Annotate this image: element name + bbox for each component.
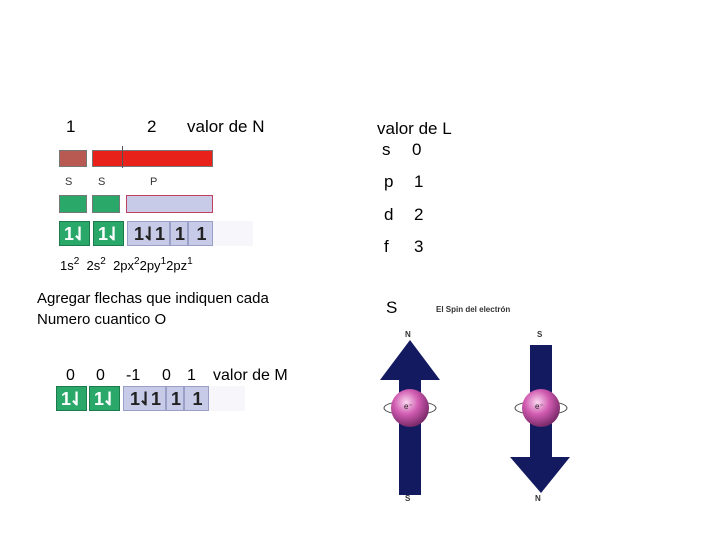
sublevel-1s-bar [59, 195, 87, 213]
shell-2-bar [92, 150, 213, 167]
electron-left-icon [391, 389, 429, 427]
sublevel-2p-bar [126, 195, 213, 213]
right-pole-top: S [537, 330, 543, 339]
electron-configuration: 1s2 2s2 2px22py12pz1 [60, 256, 193, 273]
orbital-2pz: 1 [188, 221, 213, 246]
l-label-s2: S [98, 176, 106, 188]
orbital-2py-m: 1 [166, 386, 184, 411]
orbital-2pz-m: 1 [184, 386, 209, 411]
m-value-4: 0 [162, 367, 171, 384]
l-table-title: valor de L [377, 119, 452, 138]
orbital-shadow [213, 221, 253, 246]
orbital-2py: 1 [170, 221, 188, 246]
electron-left-label: e⁻ [404, 402, 413, 411]
l-row-f-key: f [384, 237, 389, 256]
l-row-d-val: 2 [414, 205, 424, 224]
l-label-s1: S [65, 176, 73, 188]
left-pole-bottom: S [405, 494, 411, 503]
n-value-2: 2 [147, 117, 157, 136]
l-row-p-val: 1 [414, 172, 424, 191]
orbital-2px: 1⇃1 [127, 221, 170, 246]
electron-right-icon [522, 389, 560, 427]
orbital-2s: 1⇃ [93, 221, 124, 246]
m-title: valor de M [213, 367, 288, 384]
m-value-2: 0 [96, 367, 105, 384]
orbital-2s-m: 1⇃ [89, 386, 120, 411]
orbital-1s: 1⇃ [59, 221, 90, 246]
spin-caption: El Spin del electrón [436, 305, 511, 314]
spin-label: S [386, 298, 398, 317]
left-pole-top: N [405, 330, 411, 339]
electron-right-label: e⁻ [535, 402, 544, 411]
right-pole-bottom: N [535, 494, 541, 503]
l-label-p: P [150, 176, 158, 188]
l-row-d-key: d [384, 205, 394, 224]
n-value-1: 1 [66, 117, 76, 136]
m-value-5: 1 [187, 367, 196, 384]
l-row-p-key: p [384, 172, 394, 191]
orbital-2px-m: 1⇃1 [123, 386, 166, 411]
m-value-3: -1 [126, 367, 141, 384]
sublevel-2s-bar [92, 195, 120, 213]
n-title: valor de N [187, 117, 265, 136]
l-row-f-val: 3 [414, 237, 424, 256]
shell-1-bar [59, 150, 87, 167]
orbital-1s-m: 1⇃ [56, 386, 87, 411]
instruction-text: Agregar flechas que indiquen cada Numero… [37, 290, 269, 328]
shell-divider [122, 146, 123, 168]
l-row-s-val: 0 [412, 140, 422, 159]
orbital-shadow-m [209, 386, 245, 411]
spin-illustration [380, 340, 570, 495]
m-value-1: 0 [66, 367, 75, 384]
l-row-s-key: s [382, 140, 391, 159]
